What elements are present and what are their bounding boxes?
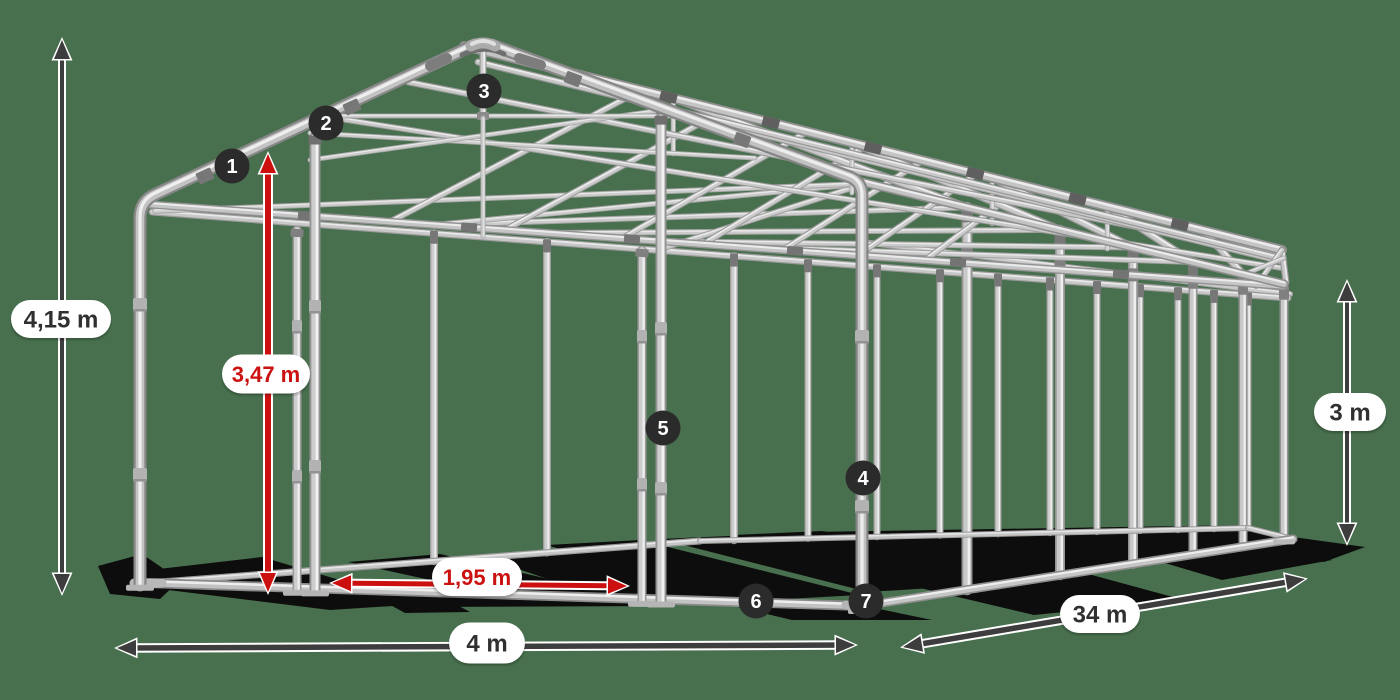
svg-text:1,95 m: 1,95 m	[443, 565, 512, 590]
svg-text:4,15 m: 4,15 m	[24, 307, 99, 334]
svg-text:7: 7	[860, 591, 871, 613]
svg-text:34 m: 34 m	[1073, 602, 1128, 629]
svg-text:3,47 m: 3,47 m	[232, 362, 301, 387]
svg-text:4 m: 4 m	[466, 631, 507, 658]
svg-text:3: 3	[478, 81, 489, 103]
svg-text:5: 5	[657, 418, 668, 440]
svg-text:1: 1	[226, 156, 237, 178]
svg-text:4: 4	[857, 468, 869, 490]
svg-text:2: 2	[320, 113, 331, 135]
svg-text:6: 6	[750, 591, 761, 613]
svg-text:3 m: 3 m	[1329, 400, 1370, 427]
